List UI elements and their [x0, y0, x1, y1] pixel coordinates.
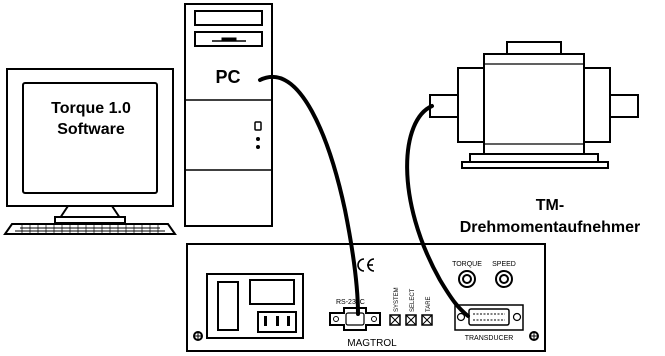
transducer-label-line1: TM-: [536, 197, 564, 214]
ce-mark-icon: [357, 258, 375, 272]
system-button-label: SYSTEM: [394, 287, 400, 312]
pc-label: PC: [215, 67, 240, 87]
monitor-label-line1: Torque 1.0: [51, 100, 131, 117]
torque-transducer: [429, 41, 639, 169]
rs232-port-label: RS-232C: [336, 299, 365, 306]
controller-unit: [186, 243, 546, 352]
cable-transducer-to-controller: [405, 104, 470, 318]
transducer-port-label: TRANSDUCER: [465, 335, 514, 342]
transducer-label-line2: Drehmomentaufnehmer: [460, 219, 640, 236]
monitor-label-line2: Software: [57, 121, 125, 138]
torque-connector-label: TORQUE: [452, 261, 482, 268]
keyboard-keys: [21, 225, 159, 233]
speed-connector-label: SPEED: [492, 261, 516, 268]
controller-brand: MAGTROL: [347, 338, 397, 349]
cable-pc-to-controller: [258, 75, 360, 316]
pc-tower: [184, 3, 273, 227]
tare-button-label: TARE: [426, 296, 432, 312]
select-button-label: SELECT: [410, 288, 416, 312]
monitor: [3, 68, 177, 235]
